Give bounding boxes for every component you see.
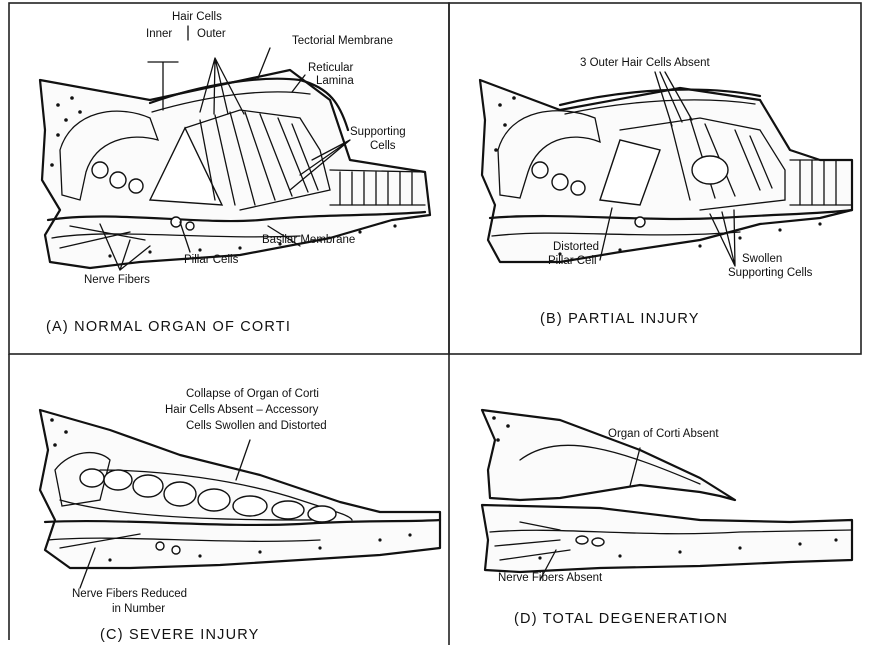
label-collapse-2: Hair Cells Absent – Accessory	[165, 404, 319, 416]
label-supporting-cells: Cells	[370, 140, 396, 152]
label-in-number: in Number	[112, 603, 165, 615]
panel-c: Collapse of Organ of Corti Hair Cells Ab…	[40, 388, 440, 643]
label-organ-of-corti-absent: Organ of Corti Absent	[608, 428, 719, 440]
panel-d-caption: (D) TOTAL DEGENERATION	[514, 611, 728, 627]
label-swollen-supporting-cells: Supporting Cells	[728, 267, 813, 279]
panel-b: 3 Outer Hair Cells Absent Distorted Pill…	[480, 57, 852, 327]
panel-c-illustration	[40, 410, 440, 588]
panel-b-caption: (B) PARTIAL INJURY	[540, 311, 700, 327]
label-supporting: Supporting	[350, 126, 406, 138]
panel-b-illustration	[480, 72, 852, 266]
label-collapse-1: Collapse of Organ of Corti	[186, 388, 319, 400]
label-pillar-cell: Pillar Cell	[548, 255, 597, 267]
label-tectorial-membrane: Tectorial Membrane	[292, 35, 393, 47]
label-hair-cells: Hair Cells	[172, 11, 222, 23]
panel-a-illustration	[40, 48, 430, 270]
panel-d: Organ of Corti Absent Nerve Fibers Absen…	[482, 410, 852, 627]
label-distorted: Distorted	[553, 241, 599, 253]
label-nerve-fibers: Nerve Fibers	[84, 274, 150, 286]
panel-c-caption: (C) SEVERE INJURY	[100, 627, 260, 643]
label-nerve-fibers-reduced: Nerve Fibers Reduced	[72, 588, 187, 600]
label-outer-hair-cells-absent: 3 Outer Hair Cells Absent	[580, 57, 711, 69]
label-reticular: Reticular	[308, 62, 354, 74]
label-swollen: Swollen	[742, 253, 782, 265]
label-pillar-cells: Pillar Cells	[184, 254, 239, 266]
label-outer: Outer	[197, 28, 226, 40]
panel-a-caption: (A) NORMAL ORGAN OF CORTI	[46, 319, 291, 335]
label-basilar-membrane: Basilar Membrane	[262, 234, 355, 246]
panel-a: Hair Cells Inner Outer Tectorial Membran…	[40, 11, 430, 335]
label-lamina: Lamina	[316, 75, 354, 87]
label-nerve-fibers-absent: Nerve Fibers Absent	[498, 572, 603, 584]
label-inner: Inner	[146, 28, 172, 40]
label-collapse-3: Cells Swollen and Distorted	[186, 420, 327, 432]
